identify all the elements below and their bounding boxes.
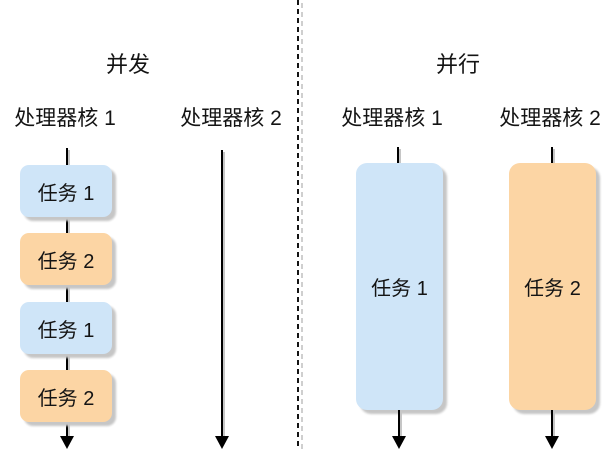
arrow-down-icon	[60, 436, 74, 449]
task-box: 任务 2	[509, 163, 596, 410]
parallelism-title: 并行	[435, 52, 481, 77]
concurrency-title: 并发	[105, 52, 151, 77]
parallelism-core1-timeline-line	[398, 410, 400, 438]
task-box: 任务 2	[20, 233, 112, 285]
arrow-down-icon	[215, 436, 229, 449]
parallelism-core2-timeline-tick	[551, 147, 553, 163]
parallelism-core2-timeline-line	[551, 410, 553, 438]
task-box: 任务 1	[20, 165, 112, 217]
parallelism-core1-timeline-tick	[397, 147, 399, 163]
parallelism-core2-label: 处理器核 2	[499, 107, 601, 130]
parallelism-core1-label: 处理器核 1	[341, 107, 443, 130]
arrow-down-icon	[392, 436, 406, 449]
task-box: 任务 2	[20, 370, 112, 422]
arrow-down-icon	[545, 436, 559, 449]
task-box: 任务 1	[356, 163, 443, 410]
task-box: 任务 1	[20, 302, 112, 354]
concurrency-core1-timeline-line	[66, 148, 68, 438]
concurrency-core1-label: 处理器核 1	[14, 107, 116, 130]
concurrency-core2-label: 处理器核 2	[180, 107, 282, 130]
section-divider-dashed-line	[297, 0, 299, 450]
concurrency-core2-timeline-line	[221, 150, 223, 438]
section-divider-shadow-line	[301, 3, 303, 450]
